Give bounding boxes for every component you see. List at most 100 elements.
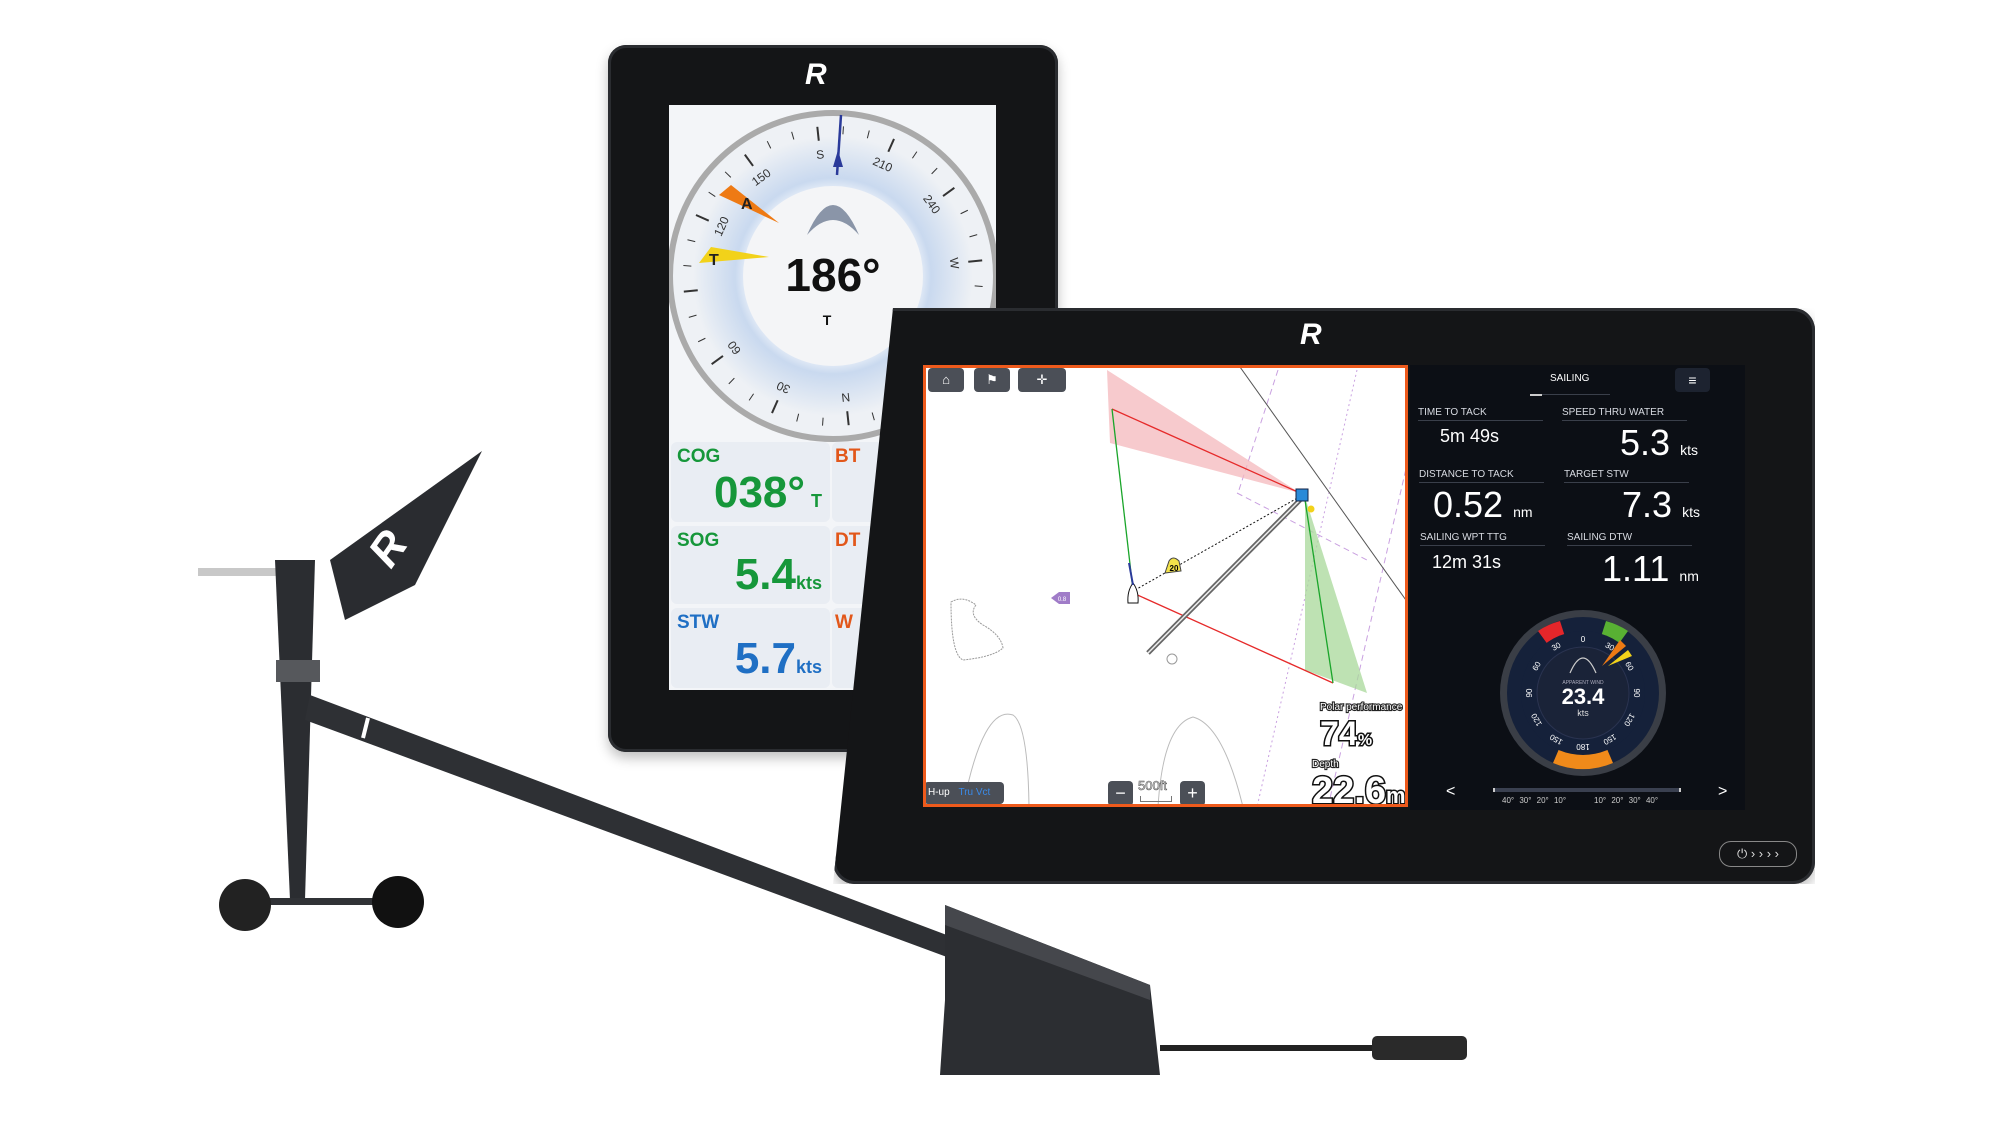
brand-logo: R bbox=[1300, 318, 1322, 351]
trim-labels-right: 10° 20° 30° 40° bbox=[1594, 796, 1659, 805]
heading-vector bbox=[1128, 562, 1134, 586]
compass-label: N bbox=[841, 390, 851, 405]
compass-tick bbox=[871, 412, 875, 421]
compass-tick bbox=[687, 239, 696, 243]
apparent-wind-label: A bbox=[741, 196, 753, 213]
tile-value: 038°T bbox=[713, 468, 822, 517]
compass-tick bbox=[711, 355, 724, 365]
sensor-collar bbox=[276, 660, 320, 682]
wind-marker bbox=[1307, 505, 1315, 513]
field-label: TIME TO TACK bbox=[1418, 407, 1543, 421]
true-wind-pointer bbox=[699, 247, 769, 263]
motion-mode-label: Tru Vct bbox=[958, 787, 991, 798]
gauge-value: 23.4 bbox=[1562, 684, 1606, 709]
tile-label: DT bbox=[835, 530, 861, 551]
compass-tick bbox=[842, 126, 844, 135]
boat-bow-icon bbox=[807, 205, 859, 235]
page-indicator bbox=[1530, 394, 1610, 396]
compass-tick bbox=[724, 171, 732, 178]
prev-page-button[interactable]: < bbox=[1446, 783, 1456, 800]
land-outline bbox=[950, 598, 1004, 661]
polar-performance-value: 74% bbox=[1320, 715, 1372, 753]
brand-logo: R bbox=[805, 58, 827, 91]
sog-tile[interactable]: SOG 5.4kts bbox=[671, 526, 830, 604]
field-value: 1.11 nm bbox=[1602, 548, 1699, 589]
compass-label: S bbox=[816, 147, 825, 162]
compass-center bbox=[743, 186, 923, 366]
gauge-unit: kts bbox=[1577, 708, 1589, 718]
depth-contour bbox=[1157, 716, 1243, 804]
cable-connector bbox=[1372, 1036, 1467, 1060]
tile-value: 5.4kts bbox=[734, 550, 822, 599]
compass-tick bbox=[688, 314, 697, 318]
compass-tick bbox=[697, 337, 706, 343]
field-label: SAILING WPT TTG bbox=[1420, 532, 1545, 546]
heading-ref: T bbox=[823, 312, 832, 328]
waypoint-icon[interactable] bbox=[1295, 488, 1309, 502]
vane-counterweight-arm bbox=[198, 568, 278, 576]
next-page-button[interactable]: > bbox=[1718, 783, 1728, 800]
compass-tick bbox=[683, 289, 698, 293]
compass-tick bbox=[695, 214, 710, 222]
field-value: 12m 31s bbox=[1432, 552, 1502, 572]
zoom-out-button[interactable]: − bbox=[1108, 781, 1133, 804]
depth-label: Depth bbox=[1312, 759, 1339, 770]
compass-tick bbox=[960, 209, 969, 215]
field-label: SPEED THRU WATER bbox=[1562, 407, 1687, 421]
field-value: 7.3 kts bbox=[1622, 484, 1700, 525]
tile-label: W bbox=[835, 612, 853, 633]
sailing-data-panel: SAILING ≡ TIME TO TACK 5m 49s SPEED THRU… bbox=[1410, 365, 1745, 810]
sensor-head bbox=[275, 560, 315, 900]
starboard-layline bbox=[1111, 408, 1134, 591]
waypoint-flag-button[interactable]: ⚑ bbox=[974, 368, 1010, 392]
cog-tile[interactable]: COG 038°T bbox=[671, 442, 830, 522]
course-to-waypoint bbox=[1134, 495, 1302, 591]
tile-label: COG bbox=[677, 446, 721, 467]
compass-tick bbox=[911, 151, 918, 159]
menu-button[interactable]: ≡ bbox=[1675, 368, 1710, 392]
compass-tick bbox=[969, 234, 978, 238]
zoom-in-button[interactable]: + bbox=[1180, 781, 1205, 804]
compass-tick bbox=[766, 140, 772, 149]
gauge-scale-label: 180 bbox=[1576, 742, 1590, 751]
tile-label: BT bbox=[835, 446, 861, 467]
chart-line bbox=[1240, 368, 1405, 600]
starboard-layline bbox=[1304, 499, 1334, 684]
tile-label: SOG bbox=[677, 530, 720, 551]
field-value: 0.52 nm bbox=[1433, 484, 1533, 525]
gauge-scale-label: 0 bbox=[1581, 635, 1586, 644]
chart-canvas[interactable]: 20 0.8 Polar performance 74% Depth 22.6m bbox=[923, 365, 1408, 807]
compass-label: W bbox=[947, 257, 962, 270]
power-button[interactable]: ⏻ › › › › bbox=[1719, 841, 1797, 867]
home-button[interactable]: ⌂ bbox=[928, 368, 964, 392]
anemometer-cup bbox=[372, 876, 424, 928]
tile-label: STW bbox=[677, 612, 720, 633]
compass-tick bbox=[771, 399, 779, 414]
depth-value: 22.6m bbox=[1312, 770, 1406, 807]
move-cursor-icon[interactable] bbox=[1166, 653, 1178, 665]
compass-tick bbox=[796, 413, 800, 422]
trim-labels-left: 40° 30° 20° 10° bbox=[1502, 796, 1567, 805]
gauge-scale-label: 90 bbox=[1632, 689, 1641, 698]
orientation-label: H-up bbox=[928, 787, 950, 798]
vane-fin bbox=[330, 451, 482, 620]
compass-tick bbox=[683, 265, 692, 267]
panel-title[interactable]: SAILING bbox=[1550, 373, 1590, 384]
vessel-icon[interactable] bbox=[1127, 582, 1139, 604]
port-layline-cone bbox=[1107, 370, 1300, 493]
tile-value: 5.7kts bbox=[734, 634, 822, 683]
compass-tick bbox=[728, 377, 735, 385]
stw-tile[interactable]: STW 5.7kts bbox=[671, 608, 830, 688]
orientation-button[interactable]: H-up Tru Vct bbox=[926, 782, 1004, 804]
compass-tick bbox=[822, 417, 824, 426]
compass-tick bbox=[968, 259, 983, 263]
compass-label: 30 bbox=[774, 378, 792, 396]
mast-pole bbox=[305, 695, 960, 960]
waypoint-flag-icon: ⚑ bbox=[986, 372, 998, 387]
crosshair-button[interactable]: ✛ bbox=[1018, 368, 1066, 392]
field-label: TARGET STW bbox=[1564, 469, 1689, 483]
chart-view[interactable]: 20 0.8 Polar performance 74% Depth 22.6m… bbox=[923, 365, 1408, 807]
heading-arrow bbox=[833, 150, 843, 167]
port-layline bbox=[1132, 592, 1334, 684]
